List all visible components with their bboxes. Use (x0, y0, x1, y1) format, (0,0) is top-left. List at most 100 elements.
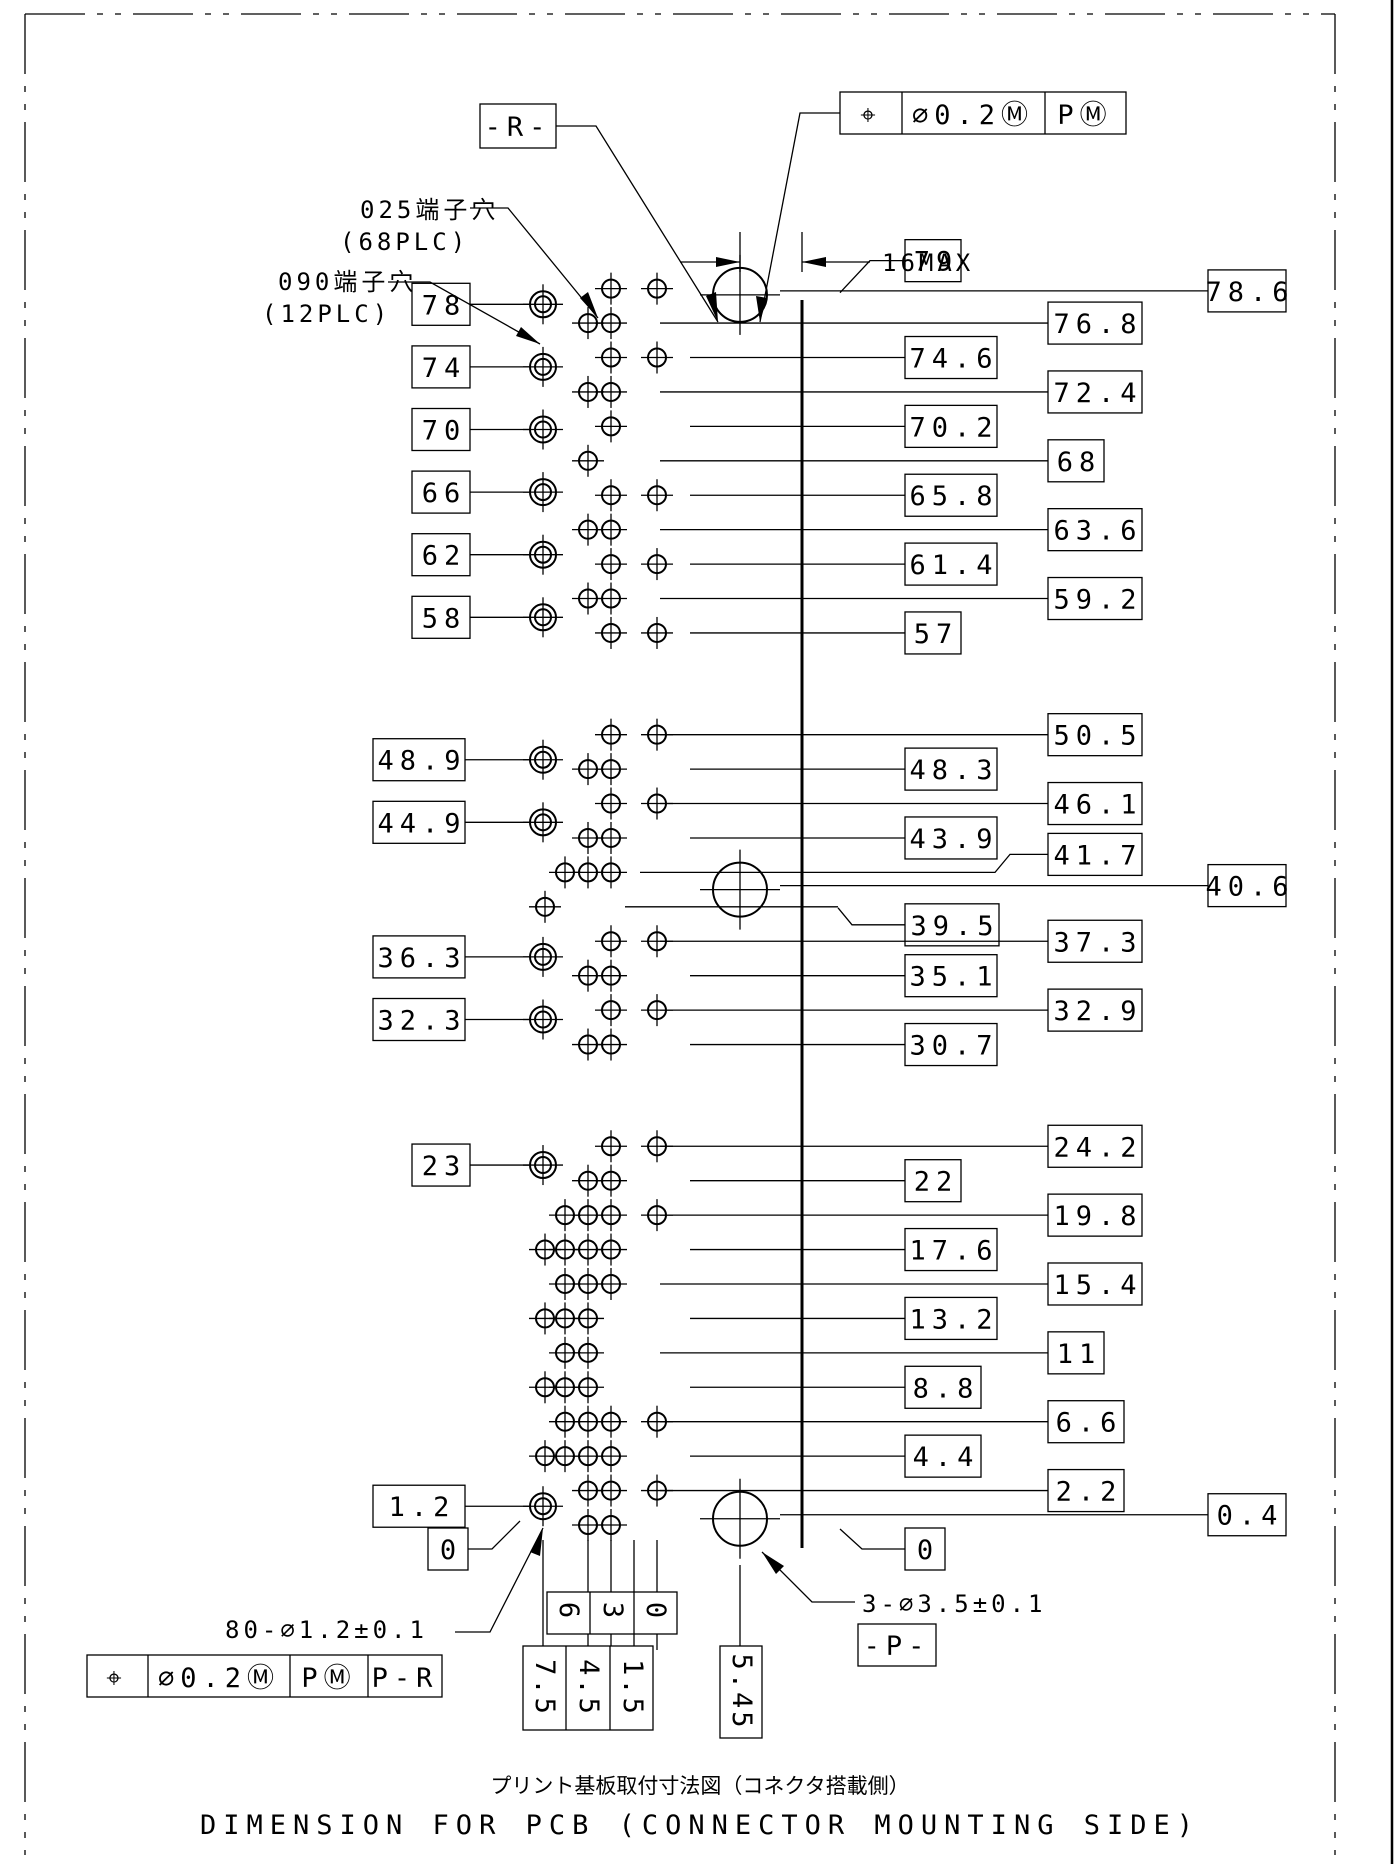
right-dim-c-2: 0.4 (780, 1493, 1287, 1537)
right-dim-a-4: 61.4 (690, 542, 998, 586)
dimension-value: 61.4 (909, 550, 998, 581)
dimension-box (1047, 1331, 1105, 1375)
left-dim-8: 36.3 (372, 935, 529, 979)
right-dim-b-15: 2.2 (660, 1468, 1125, 1513)
dimension-box (904, 611, 962, 655)
left-dim-4: 62 (411, 533, 529, 577)
left-dim-6: 48.9 (372, 738, 529, 782)
right-dim-a-15: 4.4 (690, 1434, 982, 1478)
title-english: DIMENSION FOR PCB (CONNECTOR MOUNTING SI… (200, 1810, 1200, 1841)
dimension-box (411, 282, 471, 326)
dimension-box (1047, 576, 1143, 621)
dimension-value: 13.2 (909, 1304, 998, 1335)
left-dim-7: 44.9 (372, 800, 529, 844)
note-holes: 80-∅1.2±0.1 (225, 1527, 544, 1644)
dimension-box (904, 1434, 982, 1478)
right-dim-a-2: 70.2 (690, 404, 998, 449)
dimension-value: 72.4 (1053, 378, 1142, 409)
dimension-box (904, 1296, 998, 1341)
dimension-value: 48.9 (377, 746, 466, 777)
dimension-box (411, 345, 471, 389)
dimension-value: 59.2 (1053, 585, 1142, 616)
right-dim-b-10: 24.2 (660, 1124, 1143, 1168)
right-dim-a-1: 74.6 (690, 335, 998, 380)
dimension-box (372, 1484, 466, 1528)
dimension-box (1047, 370, 1143, 414)
dimension-box (1047, 1262, 1143, 1306)
note-mount: 3-∅3.5±0.1 -P- (761, 1551, 1043, 1667)
bottom-dim-a-value: 0 (640, 1602, 671, 1624)
dimension-value: 76.8 (1053, 309, 1142, 340)
dimension-box (1207, 863, 1287, 908)
dimension-value: 74.6 (909, 344, 998, 375)
dimension-box (904, 404, 998, 449)
right-dim-b-11: 19.8 (660, 1193, 1143, 1237)
bottom-dim-a-value: 6 (553, 1602, 584, 1624)
right-dim-b-6: 46.1 (660, 781, 1143, 826)
dimension-value: 46.1 (1053, 790, 1142, 821)
dimension-value: 24.2 (1053, 1132, 1142, 1163)
note-090: 090端子穴 (12PLC) (262, 268, 541, 345)
dimension-value: 22 (914, 1167, 959, 1198)
right-dim-b-0: 76.8 (660, 301, 1143, 345)
right-dim-a-11: 22 (690, 1159, 962, 1203)
note-holes-text: 80-∅1.2±0.1 (225, 1616, 428, 1644)
note-025-text: 025端子穴 (360, 196, 499, 224)
dimension-box (1047, 301, 1143, 345)
fcf-bottom: ⌖ ∅0.2Ⓜ PⓂ P-R (86, 1654, 443, 1698)
right-dim-a-9: 35.1 (690, 954, 998, 998)
left-dim-10: 23 (411, 1143, 529, 1187)
dimension-value: 15.4 (1053, 1270, 1142, 1301)
left-dim-1: 74 (411, 345, 529, 389)
dimension-box (1047, 713, 1143, 757)
dimension-value: 50.5 (1053, 721, 1142, 752)
dimension-box (411, 407, 471, 452)
fcf-top-datum: PⓂ (1057, 100, 1112, 131)
dimension-box (904, 1365, 982, 1409)
dimension-box (1047, 988, 1143, 1032)
left-dim-11: 1.2 (372, 1484, 529, 1528)
dimension-box (904, 1022, 998, 1067)
dimension-value: 40.6 (1205, 872, 1294, 903)
fcf-bottom-tolerance: ∅0.2Ⓜ (158, 1663, 280, 1694)
dimension-value: 17.6 (909, 1236, 998, 1267)
bottom-dim-b-value: 1.5 (617, 1659, 648, 1717)
right-dim-b-4: 59.2 (660, 576, 1143, 621)
dimension-box (1047, 781, 1143, 826)
right-dim-b-12: 15.4 (660, 1262, 1143, 1306)
right-dim-a-13: 13.2 (690, 1296, 998, 1341)
fcf-top: ⌖ ∅0.2Ⓜ PⓂ (756, 91, 1127, 323)
dimension-value: 32.9 (1053, 996, 1142, 1027)
dimension-value: 2.2 (1056, 1477, 1123, 1508)
bottom-dim-a-value: 3 (597, 1602, 628, 1624)
dimension-box (1047, 1468, 1125, 1513)
label-16max: 16MAX (882, 249, 974, 277)
dimension-value: 39.5 (910, 911, 999, 942)
dimension-box (411, 533, 471, 577)
leader-41-7 (640, 853, 1048, 874)
dimension-value: 23 (422, 1151, 467, 1182)
dimension-value: 62 (422, 541, 467, 572)
left-dim-0: 78 (411, 282, 529, 326)
dimension-value: 70 (422, 416, 467, 447)
right-dim-c-1: 40.6 (780, 863, 1294, 908)
right-dim-a-14: 8.8 (690, 1365, 982, 1409)
right-dim-b-14: 6.6 (660, 1400, 1125, 1444)
dimension-value: 78.6 (1205, 277, 1294, 308)
dimension-box (411, 595, 471, 639)
right-dim-a-8: 39.5 (904, 903, 1000, 947)
dimension-box (904, 903, 1000, 947)
dimension-box (904, 473, 998, 517)
dimension-box (372, 800, 466, 844)
dimension-box (1047, 919, 1143, 963)
dimension-box (1047, 1193, 1143, 1237)
dimension-box (904, 335, 998, 380)
dimension-value: 19.8 (1053, 1201, 1142, 1232)
note-090-plc: (12PLC) (262, 300, 391, 328)
dimension-box (411, 1143, 471, 1187)
bottom-dim-b-value: 4.5 (573, 1659, 604, 1717)
right-dim-b-3: 63.6 (660, 508, 1143, 552)
bottom-dim-b-frame (522, 1645, 654, 1731)
right-dim-b-13: 11 (660, 1331, 1105, 1375)
